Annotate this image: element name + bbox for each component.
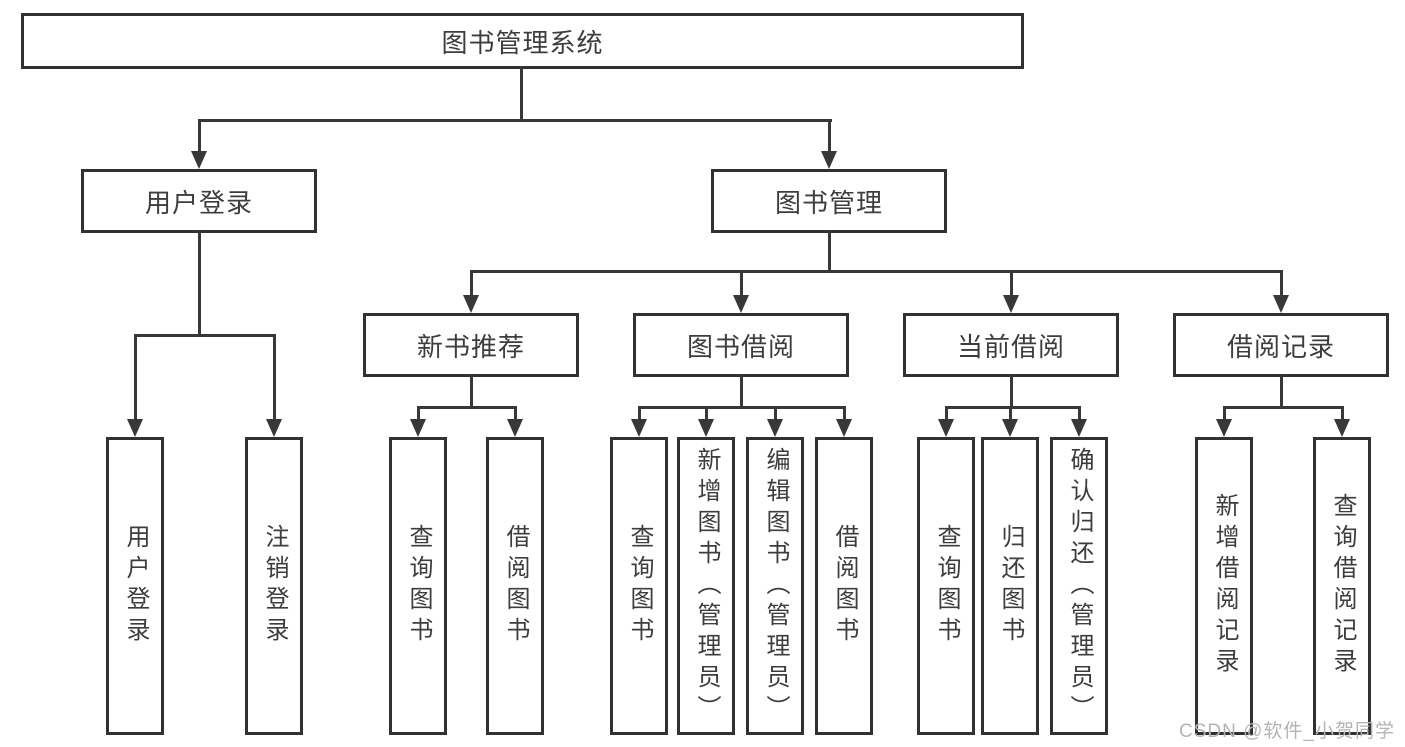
leaf-borrowing-query-books: 查询图书 <box>610 437 668 735</box>
leaf-user-login: 用户登录 <box>106 437 164 735</box>
connector-line <box>1223 406 1344 409</box>
node-current-borrowing: 当前借阅 <box>903 313 1119 377</box>
connector-line <box>740 270 743 298</box>
connector-line <box>134 334 276 337</box>
node-book-management: 图书管理 <box>711 169 947 233</box>
leaf-records-add-record: 新增借阅记录 <box>1195 437 1253 735</box>
node-new-book-recommendation: 新书推荐 <box>363 313 579 377</box>
arrow-down-icon <box>127 419 143 437</box>
connector-line <box>1280 270 1283 298</box>
leaf-label: 借阅图书 <box>502 524 529 648</box>
connector-line <box>514 406 517 422</box>
arrow-down-icon <box>767 419 783 437</box>
node-library-system-root: 图书管理系统 <box>21 13 1024 69</box>
connector-line <box>705 406 708 422</box>
arrow-down-icon <box>938 419 954 437</box>
connector-line <box>198 119 201 155</box>
leaf-label: 注销登录 <box>261 524 288 648</box>
leaf-current-confirm-return-admin: 确认归还（管理员） <box>1050 437 1108 735</box>
leaf-recommend-query-books: 查询图书 <box>389 437 447 735</box>
connector-line <box>273 334 276 422</box>
connector-line <box>198 231 201 336</box>
connector-line <box>520 66 523 122</box>
node-label: 用户登录 <box>144 187 253 218</box>
connector-line <box>828 119 831 155</box>
arrow-down-icon <box>1273 295 1289 313</box>
leaf-label: 查询图书 <box>626 524 653 648</box>
connector-line <box>1009 406 1012 422</box>
connector-line <box>198 119 832 122</box>
arrow-down-icon <box>507 419 523 437</box>
arrow-down-icon <box>631 419 647 437</box>
leaf-recommend-borrow-books: 借阅图书 <box>486 437 544 735</box>
leaf-label: 归还图书 <box>997 524 1024 648</box>
connector-line <box>638 406 846 409</box>
arrow-down-icon <box>1002 419 1018 437</box>
node-label: 当前借阅 <box>956 331 1065 362</box>
node-user-login: 用户登录 <box>81 169 317 233</box>
arrow-down-icon <box>410 419 426 437</box>
arrow-down-icon <box>1003 295 1019 313</box>
leaf-label: 借阅图书 <box>831 524 858 648</box>
leaf-records-query-record: 查询借阅记录 <box>1313 437 1371 735</box>
connector-line <box>1223 406 1226 422</box>
leaf-current-query-books: 查询图书 <box>917 437 975 735</box>
node-label: 图书管理系统 <box>441 27 604 58</box>
node-label: 图书管理 <box>774 187 883 218</box>
connector-line <box>417 406 420 422</box>
arrow-down-icon <box>821 151 837 169</box>
connector-line <box>1280 375 1283 408</box>
leaf-label: 查询图书 <box>405 524 432 648</box>
leaf-label: 用户登录 <box>122 524 149 648</box>
connector-line <box>417 406 517 409</box>
connector-line <box>1010 270 1013 298</box>
connector-line <box>470 270 1283 273</box>
node-label: 新书推荐 <box>416 331 525 362</box>
arrow-down-icon <box>1071 419 1087 437</box>
leaf-borrowing-add-books-admin: 新增图书（管理员） <box>677 437 735 735</box>
connector-line <box>470 375 473 408</box>
leaf-label: 新增图书（管理员） <box>693 446 720 726</box>
leaf-label: 新增借阅记录 <box>1211 493 1238 679</box>
arrow-down-icon <box>836 419 852 437</box>
arrow-down-icon <box>1216 419 1232 437</box>
arrow-down-icon <box>1334 419 1350 437</box>
node-label: 图书借阅 <box>686 331 795 362</box>
connector-line <box>1341 406 1344 422</box>
connector-line <box>774 406 777 422</box>
connector-line <box>134 334 137 422</box>
node-borrowing-records: 借阅记录 <box>1173 313 1389 377</box>
connector-line <box>945 406 948 422</box>
leaf-borrowing-edit-books-admin: 编辑图书（管理员） <box>746 437 804 735</box>
node-label: 借阅记录 <box>1226 331 1335 362</box>
leaf-label: 查询借阅记录 <box>1329 493 1356 679</box>
connector-line <box>1010 375 1013 408</box>
connector-line <box>740 375 743 408</box>
leaf-label: 确认归还（管理员） <box>1066 446 1093 726</box>
arrow-down-icon <box>191 151 207 169</box>
leaf-label: 编辑图书（管理员） <box>762 446 789 726</box>
connector-line <box>638 406 641 422</box>
leaf-current-return-books: 归还图书 <box>981 437 1039 735</box>
leaf-logout: 注销登录 <box>245 437 303 735</box>
leaf-borrowing-borrow-books: 借阅图书 <box>815 437 873 735</box>
csdn-watermark: CSDN @软件_小贺同学 <box>1179 721 1395 742</box>
connector-line <box>945 406 1081 409</box>
leaf-label: 查询图书 <box>933 524 960 648</box>
arrow-down-icon <box>463 295 479 313</box>
arrow-down-icon <box>733 295 749 313</box>
arrow-down-icon <box>266 419 282 437</box>
node-book-borrowing: 图书借阅 <box>633 313 849 377</box>
connector-line <box>470 270 473 298</box>
arrow-down-icon <box>698 419 714 437</box>
connector-line <box>843 406 846 422</box>
connector-line <box>1078 406 1081 422</box>
connector-line <box>828 231 831 272</box>
